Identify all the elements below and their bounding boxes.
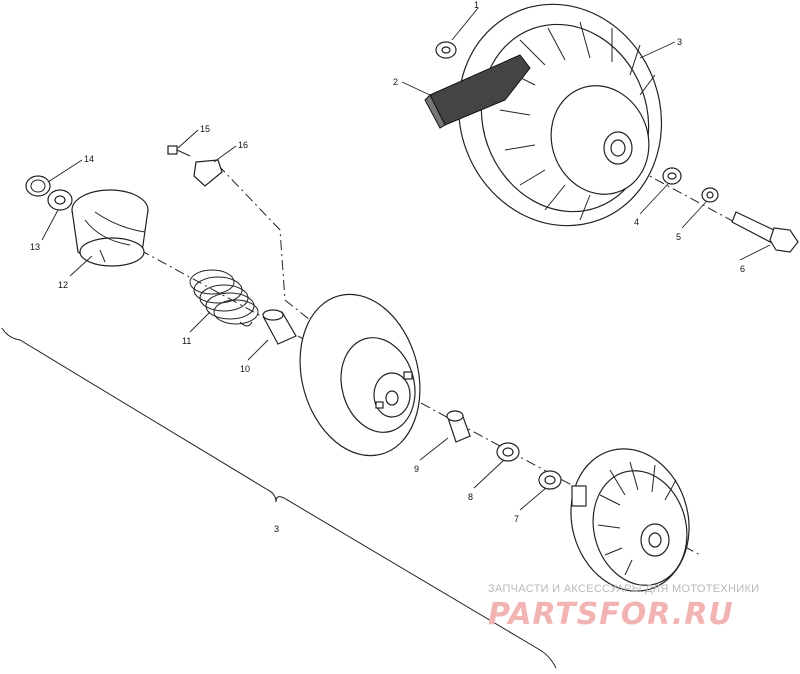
drive-sheave-large <box>457 3 663 227</box>
helix-12 <box>71 189 149 267</box>
watermark: ЗАПЧАСТИ И АКСЕССУАРЫ ДЛЯ МОТОТЕХНИКИ PA… <box>488 583 759 632</box>
washer-13 <box>47 189 73 211</box>
button-16 <box>193 159 223 187</box>
snap-ring-14 <box>25 175 51 197</box>
bushing-10 <box>262 309 297 345</box>
screw-15 <box>167 145 191 157</box>
callout-10: 10 <box>240 364 250 374</box>
drive-belt <box>424 54 531 129</box>
callout-16: 16 <box>238 140 248 150</box>
callout-1: 1 <box>474 0 479 10</box>
washer-7 <box>538 470 562 490</box>
callout-13: 13 <box>30 242 40 252</box>
callout-11: 11 <box>182 336 191 346</box>
callout-labels: 1 2 3 4 5 6 7 8 9 10 11 12 13 14 15 16 3 <box>30 0 745 534</box>
leader-lines <box>41 7 771 511</box>
bushing-9 <box>446 410 471 443</box>
callout-14: 14 <box>84 154 94 164</box>
callout-8: 8 <box>468 492 473 502</box>
bolt-6 <box>731 211 799 253</box>
callout-3: 3 <box>677 37 682 47</box>
callout-9: 9 <box>414 464 419 474</box>
spring-11 <box>189 269 259 327</box>
assembly-bracket <box>1 327 557 669</box>
washer-4 <box>662 167 682 185</box>
callout-5: 5 <box>676 232 681 242</box>
washer-8 <box>496 442 520 462</box>
lock-washer-5 <box>701 187 719 203</box>
callout-12: 12 <box>58 280 68 290</box>
callout-4: 4 <box>634 217 639 227</box>
callout-15: 15 <box>200 124 210 134</box>
callout-2: 2 <box>393 77 398 87</box>
watermark-logo: PARTSFOR.RU <box>488 597 734 632</box>
callout-assembly: 3 <box>274 524 279 534</box>
movable-sheave <box>299 293 421 457</box>
fixed-sheave <box>570 448 690 592</box>
callout-6: 6 <box>740 264 745 274</box>
callout-7: 7 <box>514 514 519 524</box>
washer-1 <box>435 41 457 59</box>
watermark-tagline: ЗАПЧАСТИ И АКСЕССУАРЫ ДЛЯ МОТОТЕХНИКИ <box>488 583 759 595</box>
